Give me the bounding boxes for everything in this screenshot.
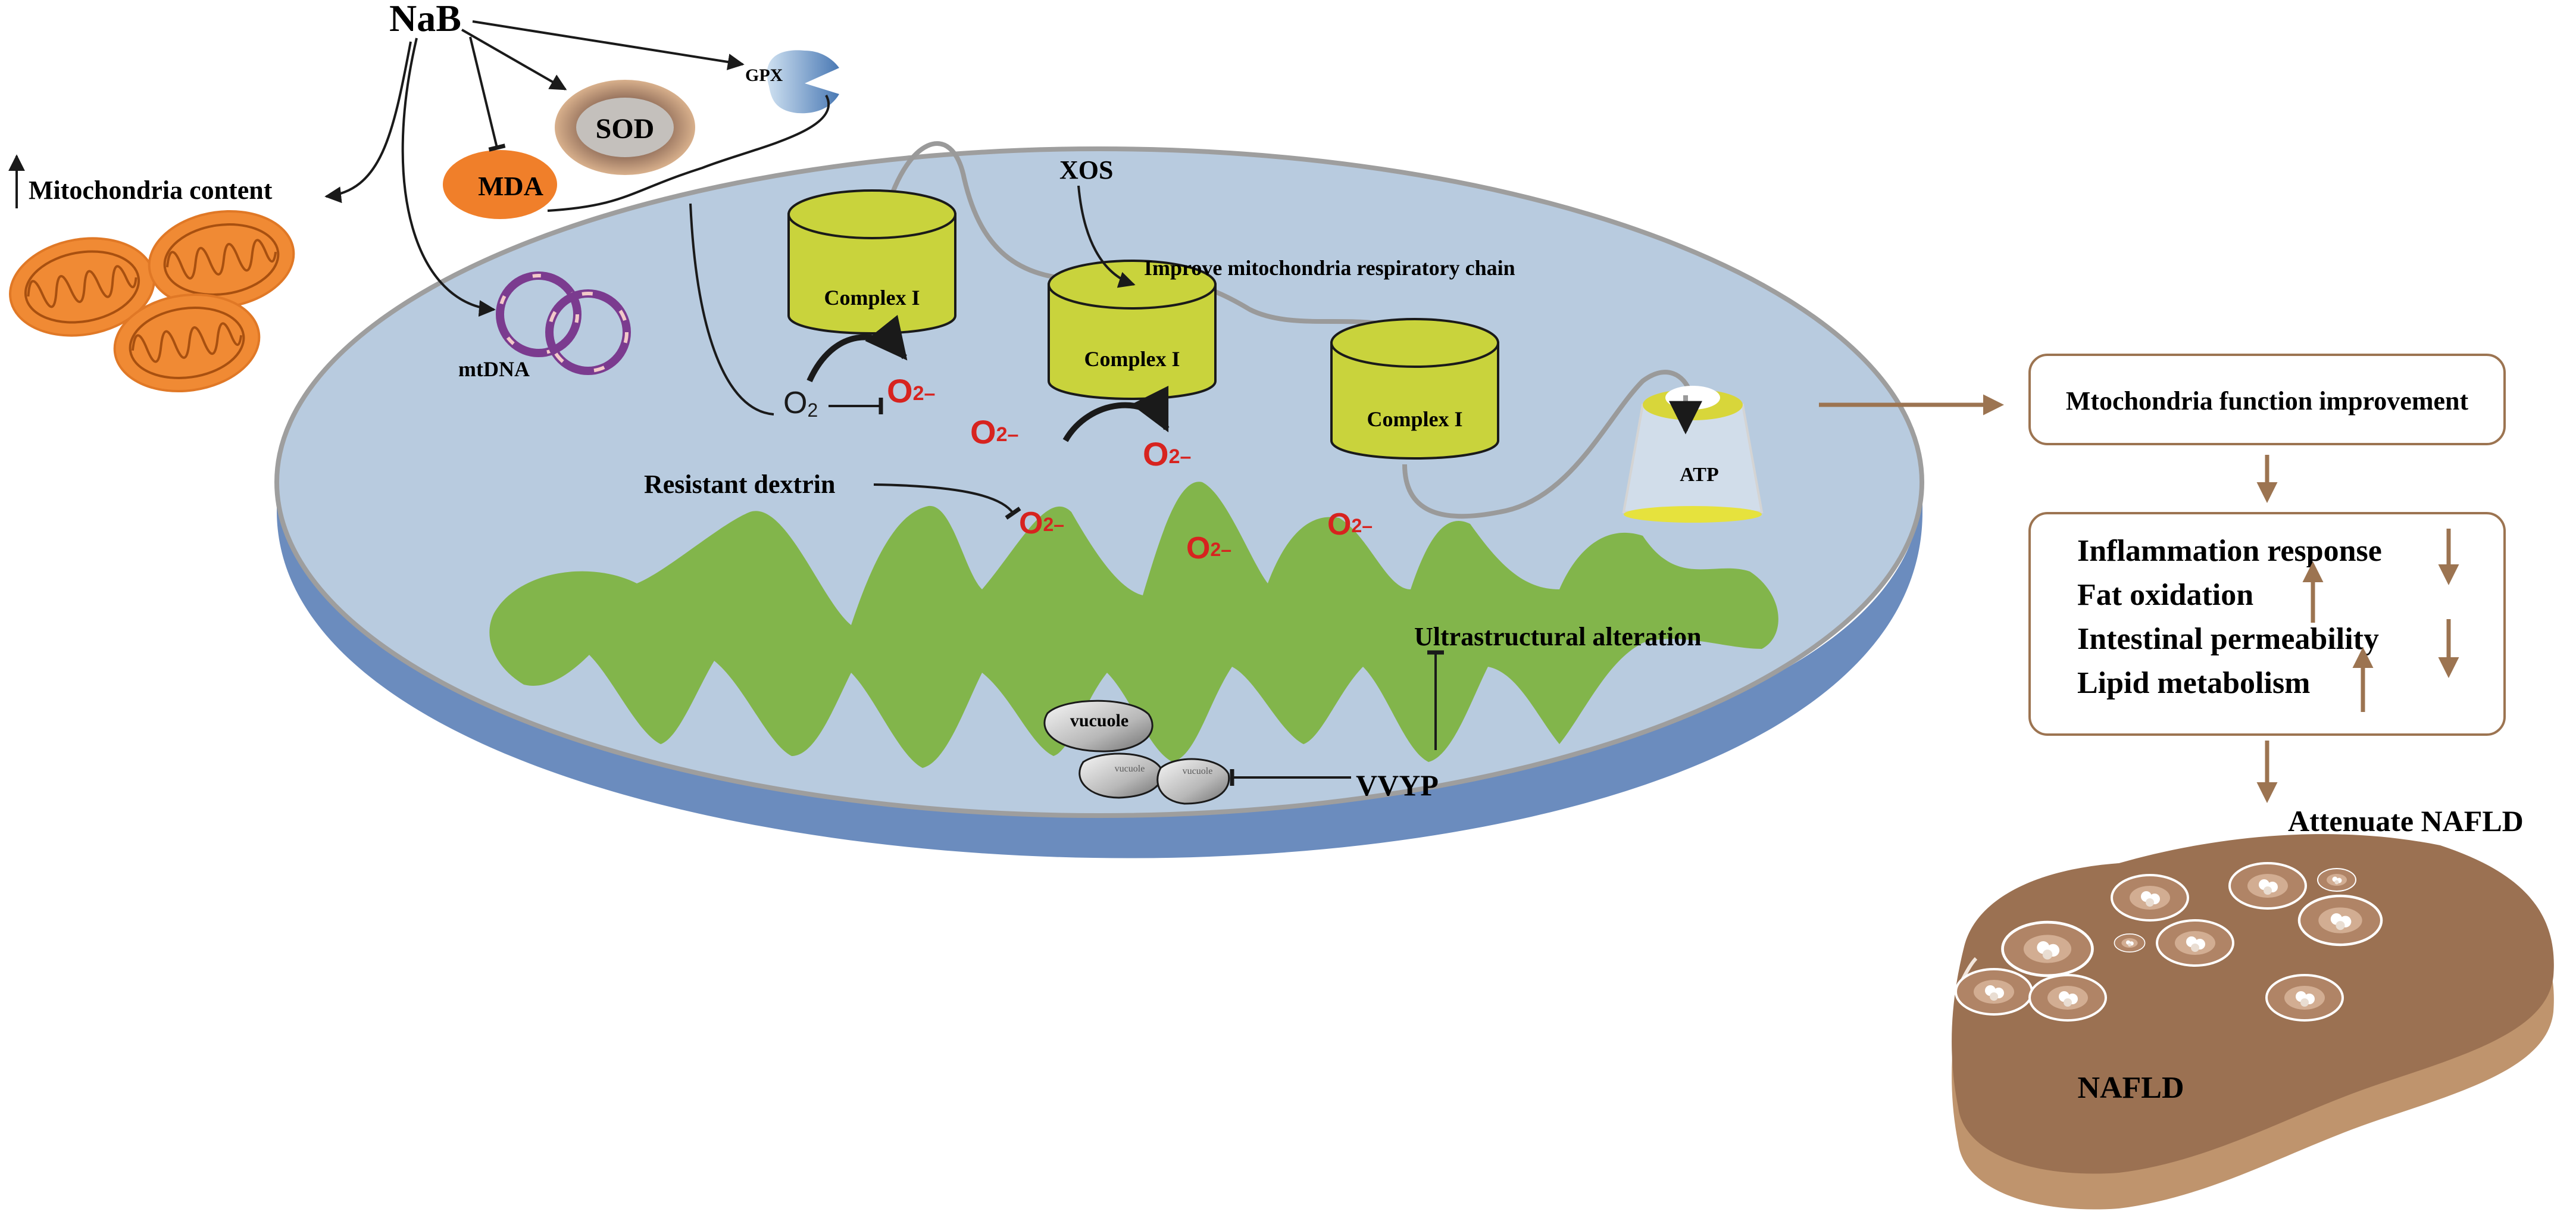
fat-droplet-7	[2317, 868, 2356, 892]
vacuole-1: vucuole	[1043, 699, 1153, 752]
resistant-dextrin-inhibition	[873, 483, 1021, 520]
complex-i-2-label: Complex I	[1084, 347, 1180, 371]
gpx-label: GPX	[745, 65, 783, 85]
fat-droplet-6	[2299, 896, 2381, 945]
superoxide-5: O2–	[1186, 531, 1231, 566]
fat-droplet-10	[2265, 974, 2344, 1022]
nafld-label: NAFLD	[2077, 1071, 2184, 1105]
o2minus-text: O	[1186, 531, 1210, 566]
o2-sub-text: 2	[807, 399, 818, 421]
nab-label: NaB	[389, 0, 461, 39]
superoxide-6: O2–	[1327, 507, 1373, 542]
mito-content-label: Mitochondria content	[29, 176, 273, 205]
nab-to-sod	[461, 29, 567, 90]
superoxide-2: O2–	[970, 413, 1018, 451]
svg-text:O2–: O2–	[1019, 506, 1064, 541]
o2minus-sup-text: 2–	[1043, 514, 1064, 535]
vacuole-3: vucuole	[1156, 758, 1230, 805]
gpx-to-o2-inhibition	[547, 95, 830, 212]
superoxide-3: O2–	[1143, 435, 1191, 473]
liver-illustration: NAFLD	[1952, 834, 2554, 1210]
function-box-label: Mtochondria function improvement	[2066, 386, 2469, 416]
nab-to-mda	[469, 36, 506, 152]
complex-i-3: Complex I	[1330, 318, 1499, 460]
outcome-intestinal-permeability: Intestinal permeability	[2077, 622, 2379, 656]
o2minus-sup-text: 2–	[1169, 445, 1192, 468]
fat-droplet-1	[2111, 874, 2189, 922]
improve-chain-label: Improve mitochondria respiratory chain	[1144, 256, 1515, 280]
superoxide-4: O2–	[1019, 506, 1064, 541]
nab-to-mtdna	[401, 38, 496, 317]
fat-droplet-9	[2028, 974, 2107, 1022]
vacuole-1-label: vucuole	[1070, 711, 1128, 730]
superoxide-1: O2–	[887, 372, 935, 410]
o2minus-sup-text: 2–	[1351, 515, 1373, 536]
sod-to-o2-path	[689, 203, 774, 416]
fat-droplet-3	[2002, 922, 2092, 976]
resistant-dextrin-label: Resistant dextrin	[644, 470, 835, 499]
nab-to-gpx	[472, 20, 745, 70]
cristae-membrane	[489, 482, 1778, 768]
o2minus-sup-text: 2–	[913, 382, 936, 405]
o2minus-text: O	[887, 372, 913, 410]
sod-ring: SOD	[555, 80, 695, 175]
vacuole-3-label: vucuole	[1183, 766, 1213, 776]
outcomes-box: Inflammation response Fat oxidation Inte…	[2028, 512, 2506, 736]
atp-label: ATP	[1680, 464, 1718, 486]
atp-cup: ATP	[1622, 386, 1764, 523]
svg-text:O2–: O2–	[1143, 435, 1191, 473]
vvyp-label: VVYP	[1356, 769, 1439, 802]
o2minus-sup-text: 2–	[996, 423, 1019, 446]
mtdna-rings	[496, 271, 631, 375]
complex-i-1-label: Complex I	[824, 286, 920, 310]
xos-arrow	[1077, 185, 1136, 288]
vacuole-2-label: vucuole	[1115, 764, 1145, 774]
outcome-inflammation: Inflammation response	[2077, 534, 2382, 568]
reaction-arrow-1	[806, 314, 908, 383]
o2-text: O	[783, 386, 807, 420]
complex-i-1: Complex I	[787, 189, 956, 335]
gpx-pacman: GPX	[745, 50, 839, 114]
fat-droplet-8	[1955, 968, 2033, 1016]
ultrastructural-label: Ultrastructural alteration	[1414, 622, 1702, 651]
fat-droplet-5	[2156, 919, 2234, 967]
outcome-lipid-metabolism: Lipid metabolism	[2077, 666, 2311, 700]
svg-text:O2–: O2–	[1186, 531, 1231, 566]
o2minus-sup-text: 2–	[1210, 539, 1231, 560]
fat-droplet-2	[2228, 862, 2307, 910]
attenuate-nafld-label: Attenuate NAFLD	[2288, 804, 2524, 838]
svg-text:O2–: O2–	[1327, 507, 1373, 542]
xos-label: XOS	[1059, 155, 1113, 185]
o2minus-text: O	[1019, 506, 1043, 541]
sod-label: SOD	[596, 113, 655, 145]
complex-i-3-label: Complex I	[1367, 407, 1463, 431]
vacuole-2: vucuole	[1078, 752, 1163, 799]
mtdna-label: mtDNA	[458, 357, 530, 381]
reaction-arrow-2	[1062, 385, 1170, 442]
o2minus-text: O	[1143, 435, 1169, 473]
outcome-fat-oxidation: Fat oxidation	[2077, 578, 2253, 612]
svg-text:O2–: O2–	[970, 413, 1018, 451]
o2minus-text: O	[970, 413, 996, 451]
mda-label: MDA	[478, 171, 543, 201]
o2minus-text: O	[1327, 507, 1351, 542]
complex-i-2: Complex I	[1048, 260, 1217, 400]
nab-to-mito-content	[324, 41, 412, 204]
svg-text:O2–: O2–	[887, 372, 935, 410]
function-improvement-box: Mtochondria function improvement	[2028, 354, 2506, 445]
mda-blob: MDA	[443, 150, 557, 219]
oxygen-label: O2	[783, 386, 818, 421]
fat-droplet-4	[2114, 933, 2146, 952]
